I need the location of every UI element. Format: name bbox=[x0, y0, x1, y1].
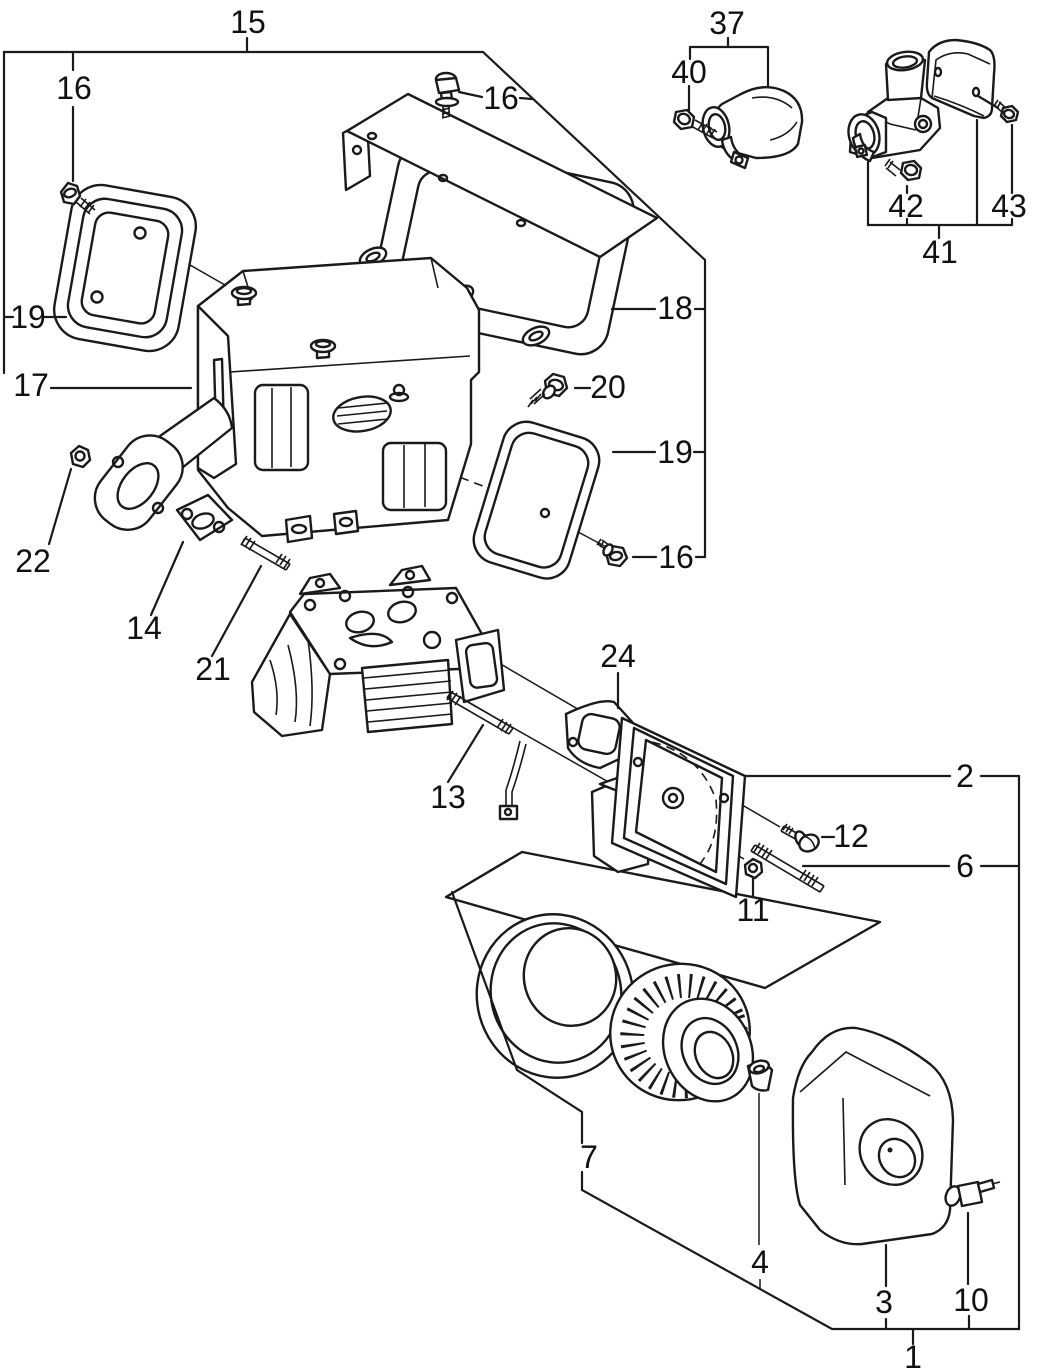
callout-15: 15 bbox=[230, 4, 266, 40]
leader-13 bbox=[446, 723, 485, 784]
group-outline-air-cleaner-assy bbox=[450, 774, 1021, 1346]
callout-17: 17 bbox=[13, 367, 49, 403]
callout-1: 1 bbox=[904, 1339, 922, 1372]
callout-16-top-left: 16 bbox=[56, 70, 92, 106]
callout-24: 24 bbox=[600, 638, 636, 674]
callout-43: 43 bbox=[991, 188, 1027, 224]
callout-20: 20 bbox=[590, 369, 626, 405]
leader-22 bbox=[47, 467, 73, 546]
air-cleaner-cover bbox=[791, 1026, 955, 1246]
bolt-43 bbox=[993, 99, 1020, 124]
callout-19-left: 19 bbox=[10, 299, 46, 335]
grommet-leader-line bbox=[758, 1093, 761, 1288]
foam-element bbox=[475, 913, 635, 1079]
grommet-4 bbox=[746, 1059, 774, 1092]
callout-10: 10 bbox=[953, 1282, 989, 1318]
flange-bolt-16-top bbox=[434, 71, 461, 119]
callout-19-right: 19 bbox=[657, 434, 693, 470]
wing-bolt-10 bbox=[944, 1178, 1001, 1208]
muffler-outlet-pipe bbox=[93, 396, 234, 531]
stud-21 bbox=[240, 535, 291, 571]
group-outline-muffler-assy bbox=[2, 36, 707, 784]
leader-16-top bbox=[457, 90, 534, 101]
nut-11 bbox=[743, 857, 764, 880]
callout-12: 12 bbox=[833, 818, 869, 854]
callout-labels: 15 16 16 19 17 18 20 19 16 22 14 21 13 2… bbox=[10, 4, 1027, 1372]
bolt-40 bbox=[672, 108, 718, 139]
callout-42: 42 bbox=[888, 188, 924, 224]
muffler bbox=[93, 256, 481, 544]
callout-4: 4 bbox=[751, 1244, 769, 1280]
bolt-42 bbox=[884, 158, 923, 182]
callout-40: 40 bbox=[671, 54, 707, 90]
leader-43 bbox=[976, 94, 1000, 110]
bolt-12 bbox=[780, 823, 820, 853]
callout-11: 11 bbox=[736, 892, 769, 928]
leader-10 bbox=[966, 1211, 971, 1331]
callout-16-bottom: 16 bbox=[658, 539, 694, 575]
callout-22: 22 bbox=[15, 543, 51, 579]
callout-6: 6 bbox=[956, 848, 974, 884]
exhaust-gasket-14 bbox=[175, 493, 234, 542]
stud-13 bbox=[446, 690, 514, 735]
muffler-gasket-left bbox=[52, 183, 198, 353]
flange-bolt-20 bbox=[527, 372, 569, 408]
callout-16-top-right: 16 bbox=[483, 80, 519, 116]
callout-2: 2 bbox=[956, 758, 974, 794]
callout-7: 7 bbox=[580, 1139, 598, 1175]
air-cleaner-base bbox=[590, 716, 747, 899]
intake-pipe-41 bbox=[847, 38, 996, 163]
callout-13: 13 bbox=[430, 779, 466, 815]
cylinder-head bbox=[250, 564, 506, 738]
stud-6 bbox=[750, 842, 825, 893]
callout-14: 14 bbox=[126, 610, 162, 646]
muffler-cover-right bbox=[472, 420, 601, 580]
flange-bolt-16-left bbox=[59, 181, 96, 215]
muffler-vent-caps bbox=[230, 285, 337, 360]
bracket-37 bbox=[687, 36, 770, 113]
leader-21 bbox=[210, 564, 263, 658]
leader-14 bbox=[149, 540, 185, 617]
callout-3: 3 bbox=[875, 1284, 893, 1320]
intake-elbow-37 bbox=[701, 86, 804, 170]
paper-element bbox=[609, 962, 755, 1103]
bracket-41 bbox=[866, 94, 1014, 240]
breather-rod bbox=[498, 740, 527, 821]
exhaust-nut-22 bbox=[69, 444, 92, 469]
callout-37: 37 bbox=[709, 5, 745, 41]
callout-18: 18 bbox=[657, 290, 693, 326]
muffler-feet bbox=[284, 509, 360, 544]
callout-41: 41 bbox=[922, 234, 958, 270]
callout-21: 21 bbox=[195, 651, 231, 687]
element-panel bbox=[444, 850, 882, 990]
flange-bolt-16-bottom bbox=[596, 538, 629, 568]
